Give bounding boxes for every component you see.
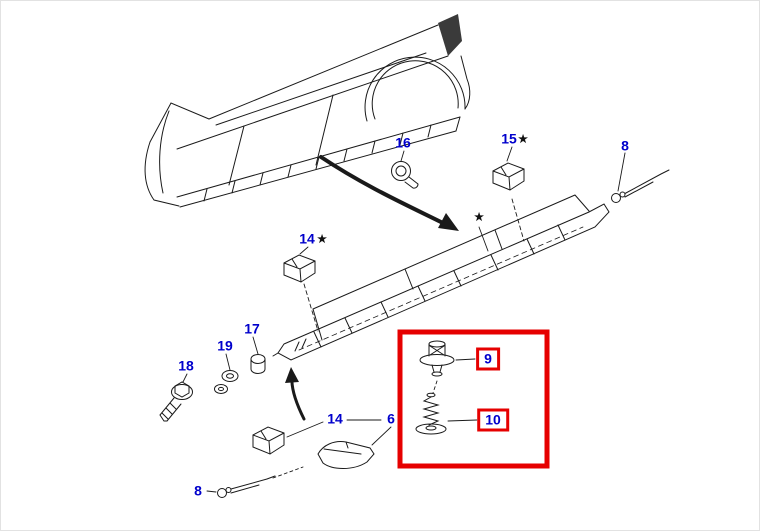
star-marker-14: ★	[317, 233, 327, 246]
molding-strip	[272, 194, 610, 361]
footnote-star: ★	[474, 211, 484, 224]
part-17-grommet	[250, 354, 266, 374]
car-body-sketch	[144, 14, 471, 208]
part-9-push-clip	[419, 340, 455, 377]
part-label-14-top[interactable]: 14	[299, 230, 315, 247]
part-label-6[interactable]: 6	[387, 410, 395, 427]
part-label-8-bottom[interactable]: 8	[194, 482, 202, 499]
part-8-pin-bottom	[217, 475, 276, 498]
highlight-rectangle	[397, 329, 550, 469]
construction-lines	[272, 198, 525, 479]
leader-lines	[182, 146, 626, 493]
part-6-end-molding	[317, 441, 375, 469]
part-label-19[interactable]: 19	[217, 337, 233, 354]
part-18-bolt	[159, 381, 193, 422]
part-15-clip	[492, 162, 525, 191]
part-16-bolt	[391, 161, 419, 189]
part-label-14-bottom[interactable]: 14	[327, 410, 343, 427]
star-marker-15: ★	[518, 133, 528, 146]
part-label-17[interactable]: 17	[244, 320, 260, 337]
part-8-pin-top	[611, 169, 670, 203]
part-19-washers	[214, 370, 239, 394]
part-label-15[interactable]: 15	[501, 130, 517, 147]
pointer-arrow-main	[319, 155, 459, 231]
part-label-9-highlighted[interactable]: 9	[476, 347, 500, 371]
part-label-10-highlighted[interactable]: 10	[477, 408, 509, 432]
part-10-screw-grommet	[415, 392, 447, 435]
part-label-16[interactable]: 16	[395, 134, 411, 151]
part-14-clip-bottom	[252, 426, 285, 455]
part-label-8-top[interactable]: 8	[621, 137, 629, 154]
part-label-18[interactable]: 18	[178, 357, 194, 374]
part-14-clip-top	[283, 254, 316, 283]
pointer-arrow-up	[285, 367, 306, 421]
